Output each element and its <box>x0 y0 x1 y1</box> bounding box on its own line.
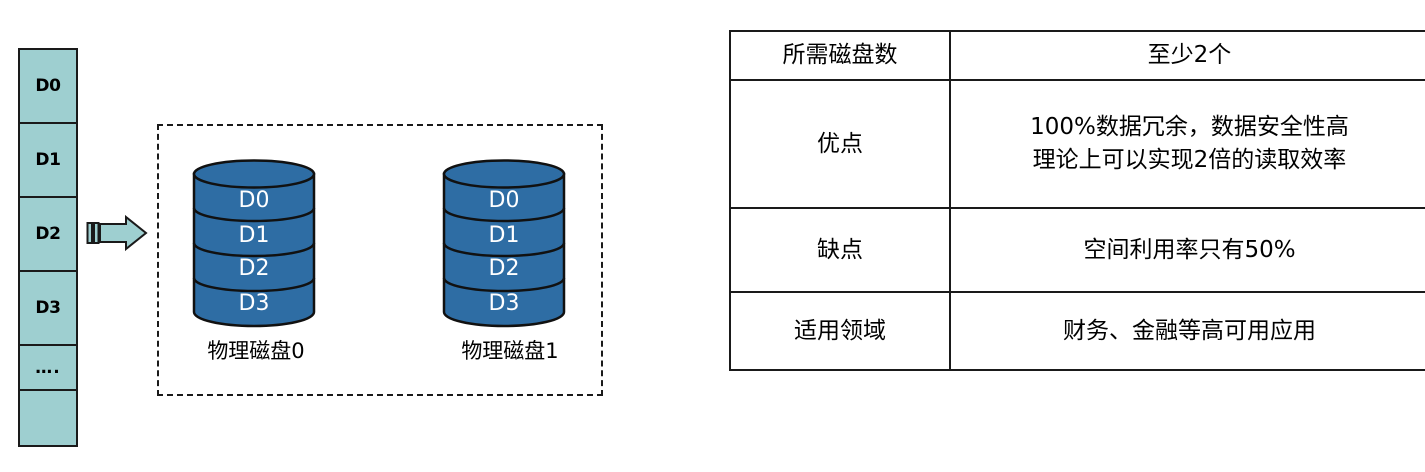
flow-arrow-right-icon <box>86 214 148 256</box>
physical-disk-0-label: 物理磁盘0 <box>207 339 305 363</box>
disk-segment-label: D0 <box>489 188 520 213</box>
table-row: 优点 100%数据冗余，数据安全性高 理论上可以实现2倍的读取效率 <box>729 79 1425 209</box>
disk-cylinder-graphic: D0 D1 D2 D3 <box>191 158 317 328</box>
spec-value-disadvantages: 空间利用率只有50% <box>949 207 1425 293</box>
spec-label-advantages: 优点 <box>729 79 951 209</box>
disk-cylinder-graphic: D0 D1 D2 D3 <box>441 158 567 328</box>
ellipsis-label: …. <box>35 357 61 378</box>
data-block-label: D3 <box>35 298 61 318</box>
spec-label-use-cases: 适用领域 <box>729 291 951 371</box>
disk-segment-label: D3 <box>239 291 270 316</box>
spec-value-line: 至少2个 <box>1147 42 1232 69</box>
raid1-mirror-group <box>157 124 603 396</box>
table-row: 所需磁盘数 至少2个 <box>729 30 1425 81</box>
disk-segment-label: D0 <box>239 188 270 213</box>
physical-disk-0: D0 D1 D2 D3 物理磁盘0 <box>191 158 321 365</box>
data-block-cell-ellipsis: …. <box>20 346 76 391</box>
spec-label-disk-count: 所需磁盘数 <box>729 30 951 81</box>
disk-segment-label: D2 <box>239 256 270 281</box>
table-row: 适用领域 财务、金融等高可用应用 <box>729 291 1425 371</box>
spec-value-advantages: 100%数据冗余，数据安全性高 理论上可以实现2倍的读取效率 <box>949 79 1425 209</box>
data-block-label: D2 <box>35 224 61 244</box>
data-block-label: D0 <box>35 76 61 96</box>
spec-value-line: 空间利用率只有50% <box>1083 236 1296 263</box>
data-block-cell: D1 <box>20 124 76 198</box>
data-block-cell: D2 <box>20 198 76 272</box>
spec-label-disadvantages: 缺点 <box>729 207 951 293</box>
table-row: 缺点 空间利用率只有50% <box>729 207 1425 293</box>
raid1-spec-table: 所需磁盘数 至少2个 优点 100%数据冗余，数据安全性高 理论上可以实现2倍的… <box>729 30 1425 371</box>
data-block-cell: D0 <box>20 50 76 124</box>
data-block-cell: D3 <box>20 272 76 346</box>
physical-disk-1: D0 D1 D2 D3 物理磁盘1 <box>441 158 571 365</box>
spec-value-line: 理论上可以实现2倍的读取效率 <box>1032 147 1347 173</box>
physical-disk-1-label: 物理磁盘1 <box>461 339 559 363</box>
disk-segment-label: D1 <box>239 223 270 248</box>
spec-value-line: 100%数据冗余，数据安全性高 <box>1030 114 1349 141</box>
disk-segment-label: D1 <box>489 223 520 248</box>
disk-segment-label: D2 <box>489 256 520 281</box>
data-block-cell-empty <box>20 391 76 436</box>
disk-segment-label: D3 <box>489 291 520 316</box>
data-stream-column: D0 D1 D2 D3 …. <box>18 48 78 447</box>
spec-value-line: 财务、金融等高可用应用 <box>1063 317 1316 344</box>
spec-value-disk-count: 至少2个 <box>949 30 1425 81</box>
data-block-label: D1 <box>35 150 61 170</box>
spec-value-use-cases: 财务、金融等高可用应用 <box>949 291 1425 371</box>
